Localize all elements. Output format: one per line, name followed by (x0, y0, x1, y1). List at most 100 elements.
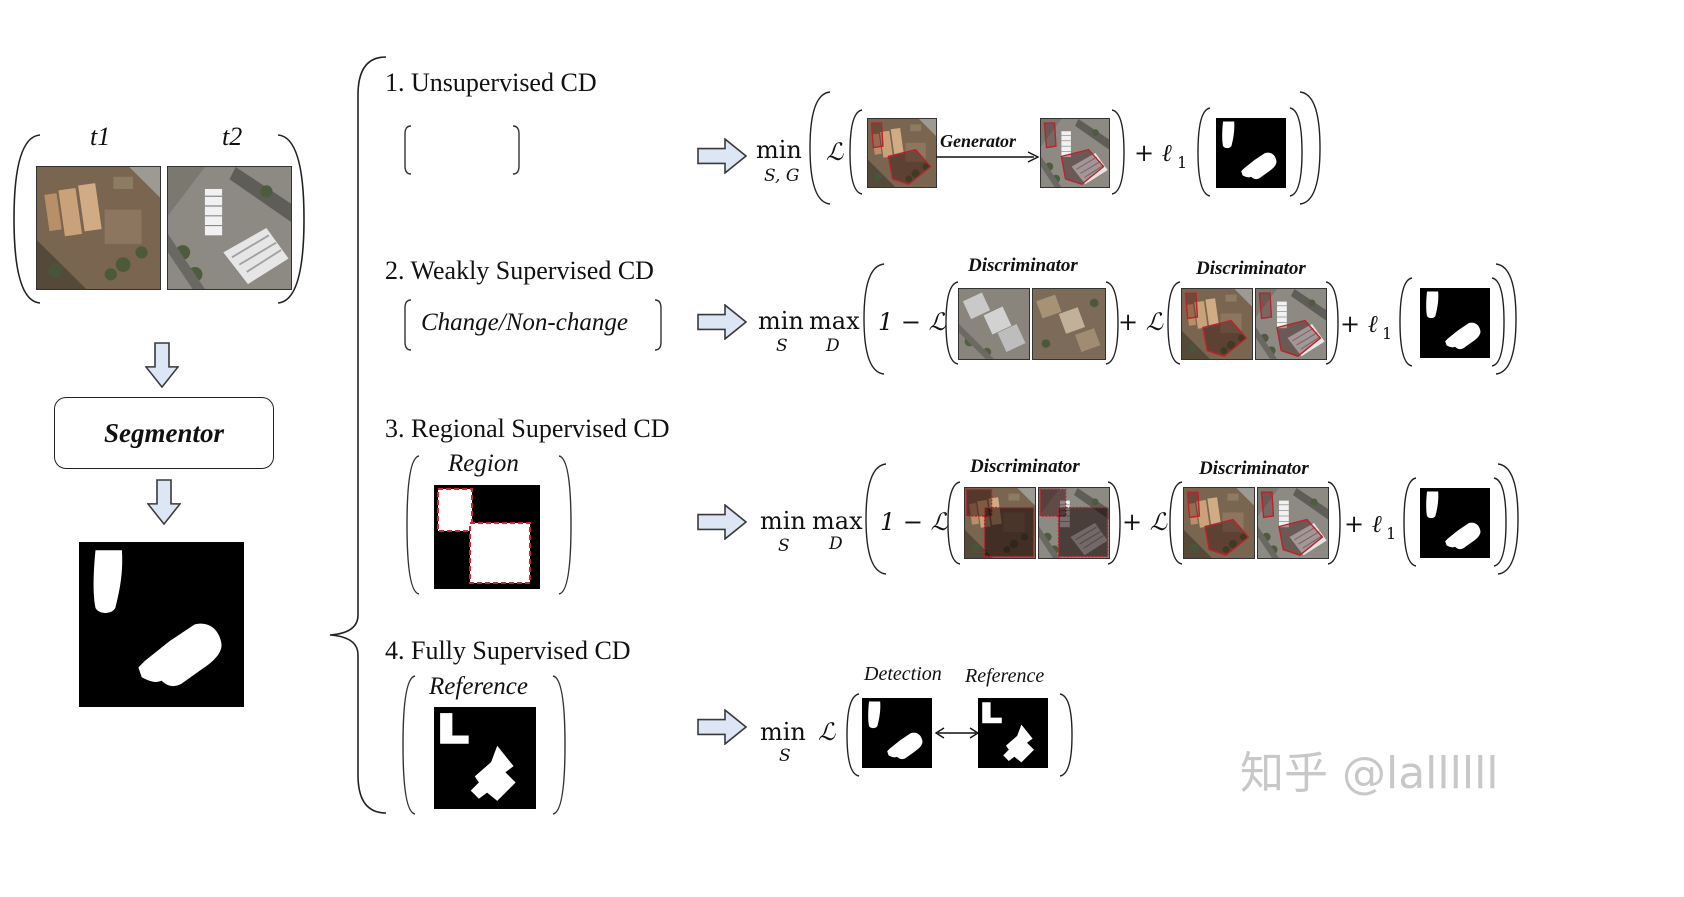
generator-label: Generator (940, 131, 1016, 151)
mask-paren-open (1197, 107, 1211, 197)
one-minus-loss: 1 − ℒ (880, 508, 948, 536)
outer-paren-close (1495, 263, 1517, 375)
discriminator-label: Discriminator (970, 456, 1080, 477)
reference-mask (434, 707, 536, 809)
left-open-paren (13, 134, 41, 304)
watermark: 知乎 @lallllll (1240, 748, 1499, 799)
down-arrow-icon (147, 479, 181, 525)
max-subscript: D (826, 336, 840, 356)
change-nonchange-label: Change/Non-change (421, 309, 628, 336)
outer-paren-close (1299, 91, 1321, 205)
left-close-paren (277, 134, 305, 304)
pair-image-4 (1255, 288, 1327, 360)
region-mask (434, 485, 540, 589)
inner-paren-close (1325, 281, 1339, 365)
discriminator-label: Discriminator (1196, 258, 1306, 279)
reference-label: Reference (965, 665, 1045, 687)
plus-loss: + ℒ (1118, 308, 1164, 336)
section-heading: 1. Unsupervised CD (385, 68, 597, 97)
t2-label: t2 (222, 122, 243, 151)
right-arrow-icon (697, 138, 747, 174)
pair-image-3 (1183, 487, 1255, 559)
min-subscript: S, G (764, 166, 800, 186)
min-operator: min (756, 136, 802, 164)
pair-image-4 (1257, 487, 1329, 559)
reference-mask-small (978, 698, 1048, 768)
reference-mask (1420, 488, 1490, 558)
inner-paren-close (1111, 109, 1125, 195)
reference-label: Reference (429, 673, 528, 700)
inner-paren-open (849, 109, 863, 195)
pair-image-1 (958, 288, 1030, 360)
plus-l1: + ℓ (1134, 139, 1172, 167)
l1-subscript: 1 (1382, 324, 1393, 343)
mask-paren-open (1399, 277, 1413, 367)
detection-mask (862, 698, 932, 768)
mask-paren-close (1493, 477, 1507, 567)
min-operator: min (760, 718, 806, 746)
arrow-icon (936, 151, 1040, 163)
min-subscript: S (776, 336, 788, 356)
inner-paren-close (1327, 481, 1341, 565)
discriminator-label: Discriminator (968, 255, 1078, 276)
outer-paren-open (865, 463, 887, 575)
inner-paren-open (945, 281, 959, 365)
min-operator: min (758, 307, 804, 335)
outer-paren-open (863, 263, 885, 375)
inner-paren-open (947, 481, 961, 565)
outer-paren-open (809, 91, 831, 205)
reference-mask (1216, 118, 1286, 188)
pair-image-2 (1032, 288, 1106, 360)
segmentor-label: Segmentor (103, 417, 224, 448)
input-image (867, 118, 937, 188)
section-heading: 4. Fully Supervised CD (385, 636, 631, 665)
region-image-1 (964, 487, 1036, 559)
section-heading: 3. Regional Supervised CD (385, 414, 670, 443)
t1-label: t1 (90, 122, 111, 151)
big-curly-brace (329, 56, 387, 814)
right-arrow-icon (697, 304, 747, 340)
input-brackets (404, 299, 662, 351)
mask-paren-open (1403, 477, 1417, 567)
double-arrow-icon (934, 727, 980, 739)
section-heading: 2. Weakly Supervised CD (385, 256, 654, 285)
paren-close (1059, 693, 1073, 777)
discriminator-label: Discriminator (1199, 458, 1309, 479)
generated-image (1040, 118, 1110, 188)
output-change-mask (79, 542, 244, 707)
plus-loss: + ℒ (1122, 508, 1168, 536)
min-subscript: S (779, 746, 791, 766)
one-minus-loss: 1 − ℒ (878, 308, 946, 336)
empty-input-brackets (404, 125, 520, 175)
max-subscript: D (829, 534, 843, 554)
max-operator: max (812, 507, 863, 535)
input-parens (406, 455, 572, 595)
right-arrow-icon (697, 709, 747, 745)
plus-l1: + ℓ (1340, 310, 1378, 338)
t1-image (36, 166, 161, 290)
right-arrow-icon (697, 504, 747, 540)
mask-paren-close (1289, 107, 1303, 197)
inner-paren-open (1167, 281, 1181, 365)
l1-subscript: 1 (1386, 524, 1397, 543)
t2-image (167, 166, 292, 290)
inner-paren-open (1169, 481, 1183, 565)
loss-symbol: ℒ (826, 138, 844, 166)
reference-mask (1420, 288, 1490, 358)
segmentor-box: Segmentor (54, 397, 274, 469)
input-parens (402, 675, 566, 815)
min-operator: min (760, 507, 806, 535)
inner-paren-close (1107, 481, 1121, 565)
region-image-2 (1038, 487, 1110, 559)
l1-subscript: 1 (1177, 153, 1188, 172)
outer-paren-close (1497, 463, 1519, 575)
plus-l1: + ℓ (1344, 510, 1382, 538)
inner-paren-close (1105, 281, 1119, 365)
detection-label: Detection (864, 663, 942, 685)
loss-symbol: ℒ (818, 718, 836, 746)
down-arrow-icon (145, 342, 179, 388)
pair-image-3 (1181, 288, 1253, 360)
region-label: Region (448, 450, 519, 477)
min-subscript: S (778, 536, 790, 556)
paren-open (846, 693, 860, 777)
